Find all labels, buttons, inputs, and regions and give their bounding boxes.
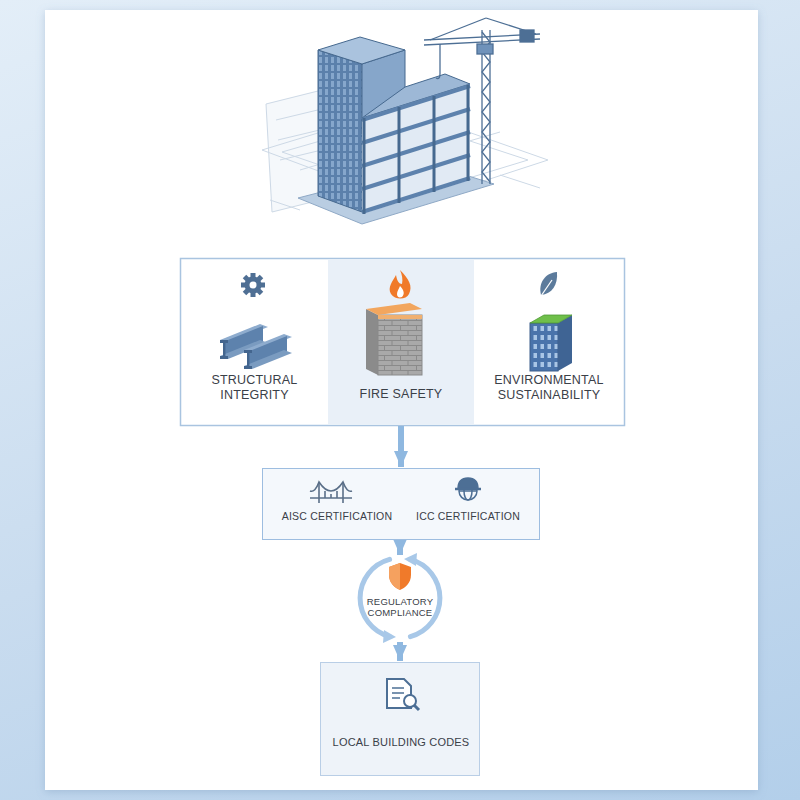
flame-icon: [397, 286, 404, 297]
cycle-ring: [360, 559, 440, 636]
building: [362, 86, 470, 212]
panel-frame: [181, 259, 625, 426]
building: [318, 37, 405, 64]
blueprint: [270, 200, 300, 210]
document-icon: [392, 697, 400, 699]
bridge-icon: [330, 494, 332, 498]
crane: [439, 44, 440, 74]
compliance-circle: REGULATORY COMPLIANCE: [358, 556, 442, 640]
gear-icon: [259, 283, 265, 288]
node-label: AISC CERTIFICATION: [282, 510, 393, 523]
hardhat-globe-icon: [459, 490, 477, 492]
crane: [477, 44, 493, 54]
hardhat-globe-icon: [458, 478, 478, 489]
leaf-icon: [540, 272, 557, 295]
i-beam-icon: [220, 324, 292, 369]
brick-wall-icon: [378, 315, 422, 375]
building: [433, 96, 436, 192]
gear-icon: [250, 282, 257, 289]
flow-arrow: [398, 426, 404, 467]
brick-wall-icon: [366, 303, 422, 315]
category-box: FIRE SAFETY: [328, 259, 474, 424]
gear-icon: [251, 273, 256, 279]
codes-box-fill: [320, 662, 480, 776]
shield-icon: [389, 563, 411, 590]
leaf-icon: [541, 280, 552, 296]
building: [362, 178, 470, 212]
gear-icon: [243, 275, 251, 283]
hardhat-globe-icon: [455, 478, 481, 500]
node-label: REGULATORY COMPLIANCE: [365, 596, 435, 619]
flow-arrow: [397, 642, 403, 661]
gear-icon: [241, 283, 247, 288]
building: [318, 50, 362, 212]
i-beam-icon: [244, 334, 292, 369]
shield-icon: [389, 563, 411, 590]
brick-wall-icon: [378, 315, 422, 319]
bridge-icon: [310, 482, 352, 503]
building: [298, 37, 494, 224]
category-box: ENVIRONMENTAL SUSTAINABILITY: [474, 259, 624, 424]
codes-box-fill: [320, 662, 480, 776]
crane: [424, 18, 540, 184]
building: [364, 85, 468, 214]
cert-box-fill: [262, 468, 540, 540]
cycle-arrowheads: [383, 630, 396, 643]
building: [467, 85, 470, 181]
building: [398, 107, 401, 203]
panel-frame: [181, 259, 625, 426]
bridge-icon: [310, 482, 352, 491]
brick-wall-icon: [366, 309, 378, 375]
document-icon: [392, 687, 404, 689]
document-icon: [392, 692, 404, 694]
crane: [430, 18, 486, 40]
node-label: ENVIRONMENTAL SUSTAINABILITY: [481, 373, 617, 403]
document-icon: [414, 705, 419, 710]
gear-icon: [241, 273, 265, 297]
crane: [436, 74, 440, 79]
building: [363, 118, 366, 214]
bridge-icon: [324, 491, 326, 498]
building: [362, 74, 470, 118]
flame-icon: [390, 270, 411, 299]
flame-icon: [390, 270, 411, 299]
panel-frame: [328, 259, 474, 425]
shield-icon: [389, 563, 400, 590]
building-icon: [558, 315, 572, 371]
cycle-arrowheads: [404, 553, 417, 566]
node-label: FIRE SAFETY: [360, 387, 443, 402]
gear-icon: [243, 287, 251, 295]
node-label: STRUCTURAL INTEGRITY: [189, 373, 321, 403]
flow-arrow: [397, 542, 403, 555]
brick-wall-icon: [366, 303, 422, 375]
building: [362, 84, 470, 214]
bridge-icon: [336, 491, 338, 498]
gear-icon: [255, 287, 263, 295]
codes-box: LOCAL BUILDING CODES: [320, 662, 480, 776]
certification-box: AISC CERTIFICATION ICC CERTIFICATION: [262, 468, 540, 540]
document-icon: [387, 679, 419, 710]
building-icon: [530, 315, 572, 323]
category-box: STRUCTURAL INTEGRITY: [181, 259, 328, 424]
node-label: LOCAL BUILDING CODES: [333, 736, 470, 749]
hardhat-globe-icon: [455, 488, 481, 491]
building-icon: [530, 315, 572, 371]
node-label: ICC CERTIFICATION: [416, 510, 520, 523]
card: [45, 10, 758, 790]
gear-icon: [255, 275, 263, 283]
blueprint: [500, 175, 540, 188]
cert-box-fill: [262, 468, 540, 540]
leaf-icon: [540, 272, 557, 296]
gear-icon: [251, 291, 256, 297]
crane: [520, 30, 534, 42]
building-icon: [530, 323, 558, 371]
card: [45, 10, 758, 790]
